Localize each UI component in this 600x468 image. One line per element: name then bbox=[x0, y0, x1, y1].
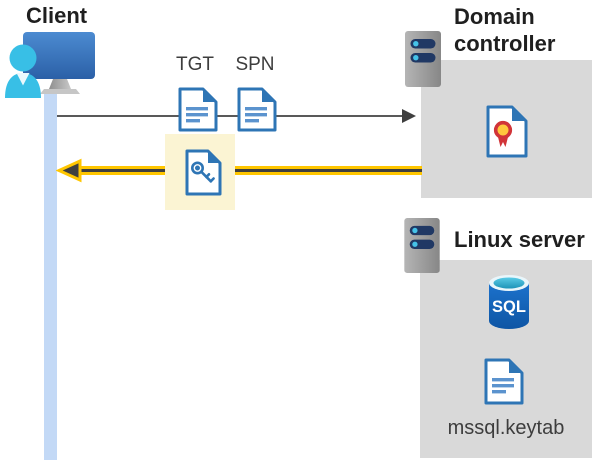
sql-label: SQL bbox=[492, 298, 526, 316]
linux-server-icon bbox=[404, 217, 440, 274]
keytab-document-icon bbox=[484, 358, 524, 405]
tgt-label: TGT bbox=[176, 54, 214, 75]
client-title: Client bbox=[26, 3, 88, 28]
client-timeline-bar bbox=[44, 92, 57, 460]
response-arrow-line bbox=[76, 166, 422, 175]
monitor-stand bbox=[49, 79, 71, 89]
spn-document-icon bbox=[237, 87, 277, 132]
certificate-icon bbox=[486, 105, 528, 158]
key-ticket-document-icon bbox=[185, 149, 222, 196]
domain-controller-server-icon bbox=[405, 31, 441, 87]
keytab-filename-label: mssql.keytab bbox=[447, 417, 565, 439]
sql-database-icon: SQL bbox=[489, 275, 529, 329]
tgt-document-icon bbox=[178, 87, 218, 132]
spn-label: SPN bbox=[235, 54, 275, 75]
key-glyph bbox=[191, 161, 215, 183]
client-monitor-icon bbox=[5, 32, 95, 98]
domain-controller-title: Domain controller bbox=[454, 4, 556, 56]
client-user-icon bbox=[5, 44, 41, 98]
request-arrowhead-icon bbox=[402, 109, 416, 123]
request-arrow-line bbox=[57, 115, 405, 117]
response-arrowhead-icon bbox=[56, 158, 82, 183]
linux-server-title: Linux server bbox=[454, 227, 585, 252]
